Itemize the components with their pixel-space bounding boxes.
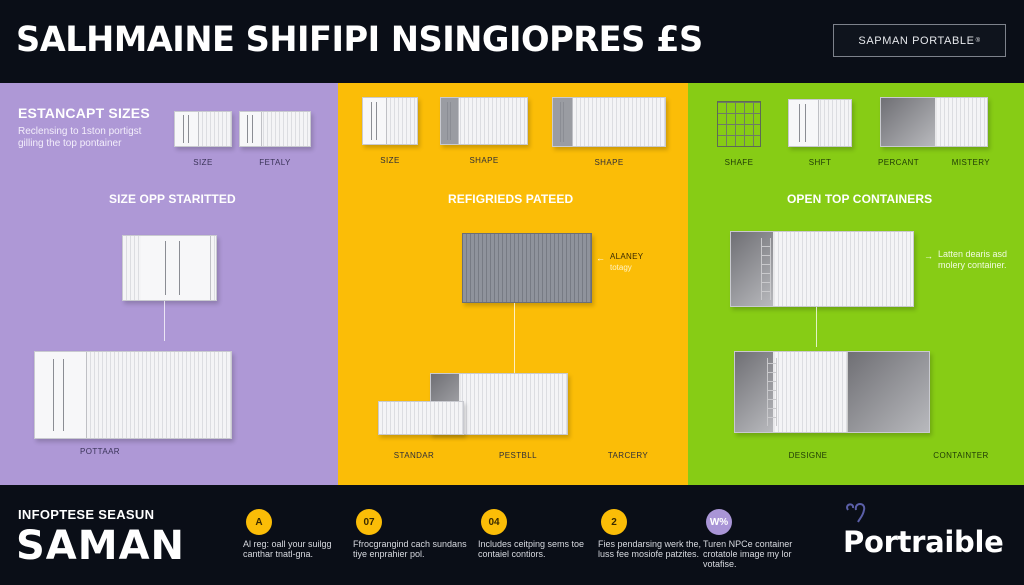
badge: 04 (481, 509, 507, 535)
item-bottom-tarcery: TARCERY (588, 445, 668, 460)
item-label: FETALY (259, 158, 291, 167)
item-size: SIZE (360, 97, 420, 165)
container-icon (174, 111, 232, 147)
item-size: SIZE (172, 111, 234, 167)
feature-item: 04 Includes ceitping sems toe contaiel c… (478, 509, 598, 559)
feature-item: 2 Fies pendarsing werk the, luss fee mos… (598, 509, 718, 559)
container-icon (239, 111, 311, 147)
item-label: PESTBLL (499, 451, 537, 460)
intro-description: Reclensing to 1ston portigst gilling the… (18, 126, 142, 149)
footer: INFOPTESE SEASUN SAMAN A Al reg: oall yo… (0, 485, 1024, 585)
item-percant-mistery: PERCANT MISTERY (878, 97, 990, 167)
double-open-container-icon (734, 351, 930, 433)
item-fetaly: FETALY (238, 111, 312, 167)
page-title: SALHMAINE SHIFIPI NSINGIOPRES £S (16, 20, 703, 60)
arrow-left-icon: ← (596, 253, 605, 263)
panel-refrigerated: SIZE SHAPE SHAPE REFIGRIEDS PATEED ← ALA… (338, 83, 688, 485)
item-label: TARCERY (607, 451, 649, 460)
feature-item: W% Turen NPCe container crotatole image … (703, 509, 823, 569)
item-bottom: POTTAAR (60, 441, 140, 456)
item-label: SHFT (808, 158, 832, 167)
feature-item: 07 Ffrocgrangind cach sundans tiye enpra… (353, 509, 473, 559)
header: SALHMAINE SHIFIPI NSINGIOPRES £S SAPMAN … (0, 0, 1024, 83)
item-bottom-designe: DESIGNE (768, 445, 848, 460)
open-side-container-icon (730, 231, 914, 307)
section-heading: REFIGRIEDS PATEED (448, 192, 574, 206)
feature-text: Ffrocgrangind cach sundans tiye enprahie… (353, 539, 467, 559)
extension-unit-icon (378, 401, 464, 435)
feature-text: Turen NPCe container crotatole image my … (703, 539, 793, 569)
panel-open-top: SHAFE SHFT PERCANT MISTERY OPEN TOP CONT… (688, 83, 1024, 485)
item-label: MISTERY (951, 158, 990, 167)
connector-line (164, 301, 165, 341)
item-shafe: SHAFE (714, 101, 764, 167)
item-bottom-containter: CONTAINTER (916, 445, 1006, 460)
brand-button[interactable]: SAPMAN PORTABLE® (833, 24, 1006, 57)
item-shape-long: SHAPE (550, 97, 668, 167)
intro-title: ESTANCAPT SIZES (18, 105, 150, 121)
footer-subtitle: INFOPTESE SEASUN (18, 507, 155, 522)
item-bottom-standar: STANDAR (374, 445, 454, 460)
callout-title: ALANEY (610, 252, 644, 261)
refrigerated-container-icon (462, 233, 592, 303)
container-icon (362, 97, 418, 145)
feature-text: Fies pendarsing werk the, luss fee mosio… (598, 539, 702, 559)
panel-standard-sizes: ESTANCAPT SIZES Reclensing to 1ston port… (0, 83, 338, 485)
container-front-icon (122, 235, 217, 301)
item-label: SHAFE (724, 158, 754, 167)
section-heading: SIZE OPP STARITTED (109, 192, 236, 206)
logo-mark-icon (846, 503, 866, 523)
arrow-right-icon: → (924, 251, 933, 261)
badge: W% (706, 509, 732, 535)
callout-text: Latten dearis asd molery container. (938, 249, 1008, 270)
brand-logo: Portraible (843, 525, 1004, 559)
item-label: POTTAAR (80, 447, 120, 456)
brand-button-label: SAPMAN PORTABLE (858, 34, 975, 47)
badge: 07 (356, 509, 382, 535)
item-label: STANDAR (393, 451, 435, 460)
item-bottom-pestbll: PESTBLL (478, 445, 558, 460)
item-shape: SHAPE (438, 97, 530, 165)
frame-container-icon (717, 101, 761, 147)
open-container-icon (880, 97, 988, 147)
item-label: CONTAINTER (933, 451, 989, 460)
footer-main-title: SAMAN (16, 523, 186, 569)
item-label: SIZE (193, 158, 213, 167)
feature-item: A Al reg: oall your suilgg canthar tnatl… (243, 509, 363, 559)
container-icon (552, 97, 666, 147)
connector-line (514, 303, 515, 373)
badge: 2 (601, 509, 627, 535)
item-shft: SHFT (786, 99, 854, 167)
item-label: PERCANT (878, 158, 920, 167)
item-label: SIZE (380, 156, 400, 165)
container-icon (788, 99, 852, 147)
registered-mark: ® (975, 37, 981, 44)
item-label: SHAPE (469, 156, 499, 165)
feature-text: Al reg: oall your suilgg canthar tnatl-g… (243, 539, 332, 559)
callout: → Latten dearis asd molery container. (924, 249, 1020, 271)
connector-line (816, 307, 817, 347)
item-label: DESIGNE (788, 451, 828, 460)
section-heading: OPEN TOP CONTAINERS (787, 192, 933, 206)
callout-sub: totagy (610, 263, 632, 272)
item-label: SHAPE (594, 158, 624, 167)
badge: A (246, 509, 272, 535)
container-icon (440, 97, 528, 145)
callout: ← ALANEY totagy (596, 251, 676, 273)
container-large-icon (34, 351, 232, 439)
feature-text: Includes ceitping sems toe contaiel cont… (478, 539, 585, 559)
